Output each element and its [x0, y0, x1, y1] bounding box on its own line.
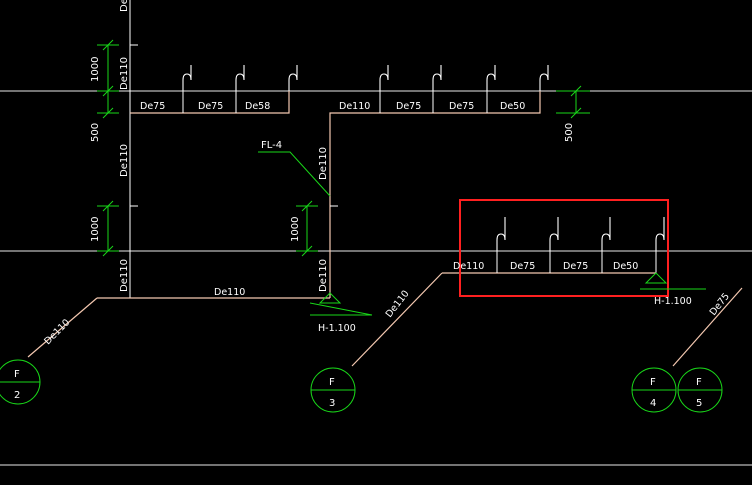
- trap-icon: [235, 65, 245, 91]
- dim-label-500-left: 500: [90, 123, 101, 142]
- upper-right-branch-label-4: De50: [500, 101, 525, 112]
- riser-label-left-top: De110: [119, 57, 130, 90]
- circle-f2: [0, 359, 41, 405]
- lower-right-branch-label-3: De75: [563, 261, 588, 272]
- dimension-upper-right: [556, 85, 590, 119]
- diag-mid-label: De110: [384, 288, 412, 319]
- trap-icon: [601, 217, 611, 251]
- elevation-label-mid: H-1.100: [318, 323, 356, 334]
- trap-icon: [288, 65, 298, 91]
- dimension-lower-left: [97, 200, 119, 257]
- upper-left-branch-label-2: De75: [198, 101, 223, 112]
- dim-label-1000-upper: 1000: [90, 57, 101, 82]
- highlight-box: [459, 199, 669, 297]
- right-diagonal-pipe: [672, 287, 743, 367]
- trap-icon: [549, 217, 559, 251]
- trap-icon: [655, 217, 665, 251]
- upper-left-branch-label-1: De75: [140, 101, 165, 112]
- upper-right-branch-label-1: De110: [339, 101, 370, 112]
- trap-icon: [432, 65, 442, 91]
- elevation-label-right: H-1.100: [654, 296, 692, 307]
- circle-f4-bottom: 4: [650, 398, 656, 409]
- fl-tag-label: FL-4: [261, 140, 282, 151]
- upper-left-branch-label-3: De58: [245, 101, 270, 112]
- horizontal-bottom-label: De110: [214, 287, 245, 298]
- lower-right-branch-label-2: De75: [510, 261, 535, 272]
- trap-icon: [182, 65, 192, 91]
- riser-label-left-mid: De110: [119, 144, 130, 177]
- trap-icon: [539, 65, 549, 91]
- circle-f5: [677, 367, 723, 413]
- riser-label-mid-bottom: De110: [318, 259, 329, 292]
- riser-label-left-bottom: De110: [119, 259, 130, 292]
- riser-label-top: De110: [119, 0, 130, 12]
- trap-icon: [496, 217, 506, 251]
- dim-label-500-right: 500: [564, 123, 575, 142]
- mid-diagonal-pipe: [351, 272, 443, 367]
- fl-tag-leader: [258, 151, 331, 197]
- mid-riser-pipe: [329, 91, 541, 298]
- trap-icon: [486, 65, 496, 91]
- riser-label-mid-mid: De110: [318, 147, 329, 180]
- dim-label-1000-lower-mid: 1000: [290, 217, 301, 242]
- elevation-marker-mid: [309, 292, 373, 316]
- upper-right-branch-label-2: De75: [396, 101, 421, 112]
- circle-f3: [310, 367, 356, 413]
- circle-f4-top: F: [650, 377, 656, 388]
- circle-f2-top: F: [14, 369, 20, 380]
- diag-left-label: De110: [42, 317, 72, 347]
- circle-f2-bottom: 2: [14, 390, 20, 401]
- circle-f5-bottom: 5: [696, 398, 702, 409]
- dimension-lower-mid: [296, 200, 318, 257]
- circle-f3-bottom: 3: [329, 398, 335, 409]
- lower-right-branch-label-1: De110: [453, 261, 484, 272]
- dimension-upper-left: [97, 39, 119, 119]
- circle-f5-top: F: [696, 377, 702, 388]
- upper-right-branch-label-3: De75: [449, 101, 474, 112]
- elevation-marker-right: [640, 272, 706, 290]
- left-diagonal-pipe-2: [27, 297, 98, 358]
- lower-right-branch-label-4: De50: [613, 261, 638, 272]
- dim-label-1000-lower-left: 1000: [90, 217, 101, 242]
- trap-icon: [379, 65, 389, 91]
- circle-f4: [631, 367, 677, 413]
- circle-f3-top: F: [329, 377, 335, 388]
